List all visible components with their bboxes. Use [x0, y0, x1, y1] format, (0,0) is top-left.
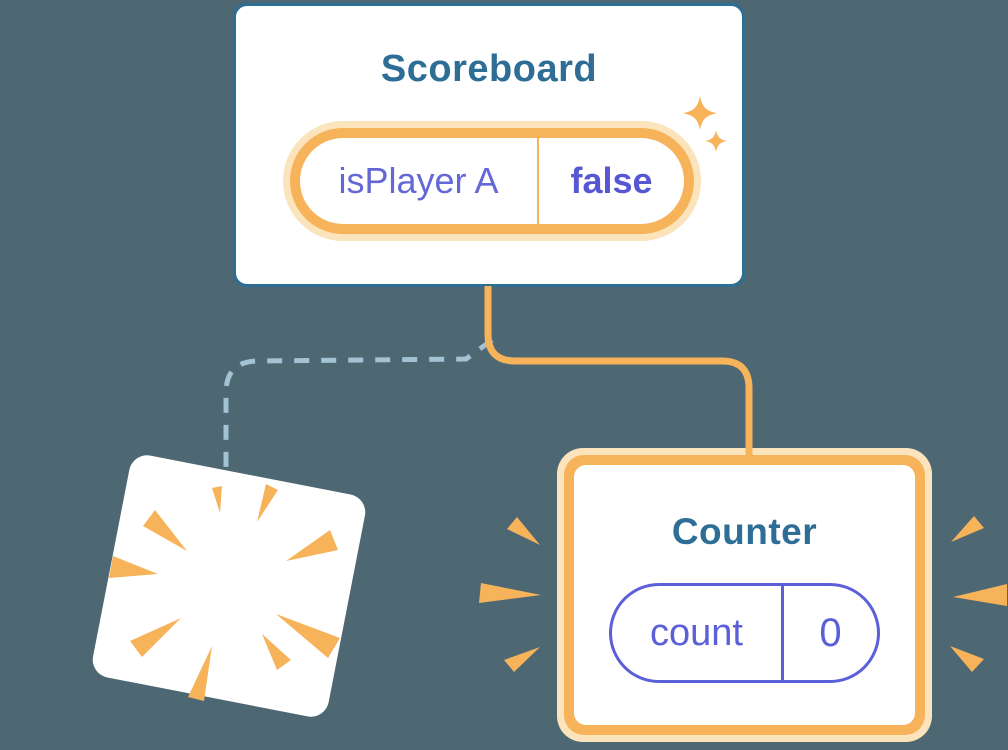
- pill-divider: [781, 586, 784, 680]
- destroyed-card: [92, 455, 366, 717]
- scoreboard-state-pill: isPlayer A false: [300, 138, 684, 224]
- scoreboard-title: Scoreboard: [380, 48, 598, 90]
- poof-burst-icon: [109, 484, 340, 701]
- counter-card-highlight: Counter count 0: [557, 448, 932, 742]
- state-value: 0: [819, 610, 842, 655]
- pill-divider: [537, 138, 539, 224]
- emphasis-burst-left-icon: [479, 517, 541, 672]
- counter-card: Counter count 0: [574, 465, 915, 725]
- dashed-connector-line: [223, 337, 494, 470]
- scoreboard-state-pill-highlight: isPlayer A false: [283, 121, 701, 241]
- scoreboard-state-pill-frame: isPlayer A false: [290, 128, 694, 234]
- state-label: count: [650, 611, 743, 654]
- state-label: isPlayer A: [338, 160, 499, 201]
- counter-state-pill: count 0: [609, 583, 880, 683]
- emphasis-burst-right-icon: [950, 516, 1007, 672]
- counter-title: Counter: [671, 511, 818, 552]
- destroyed-card-body: [92, 455, 366, 717]
- scoreboard-card: Scoreboard isPlayer A false: [233, 3, 745, 287]
- counter-card-frame: Counter count 0: [564, 455, 925, 735]
- state-value: false: [570, 160, 653, 201]
- solid-connector-line: [484, 286, 753, 458]
